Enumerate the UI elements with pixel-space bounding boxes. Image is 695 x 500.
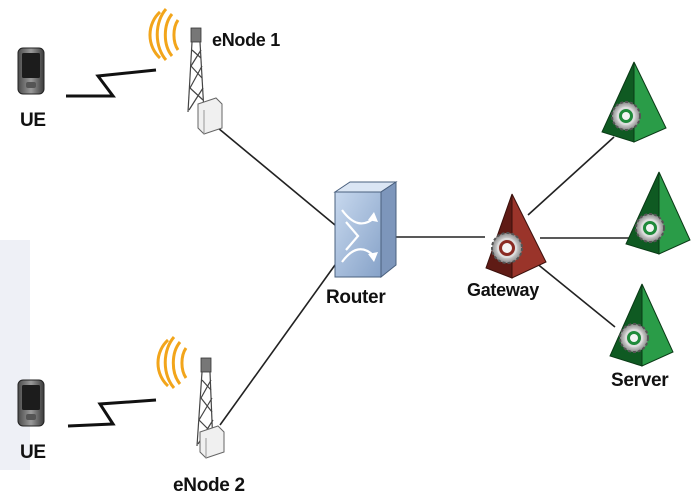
gateway-label: Gateway	[467, 280, 539, 300]
link-enode2-router	[219, 264, 336, 426]
ue-phone-bottom-icon	[17, 379, 45, 427]
ue-phone-top-icon	[17, 47, 45, 95]
ue-top-label: UE	[20, 110, 46, 131]
ue-bottom-label: UE	[20, 442, 46, 463]
enode1-tower-icon	[148, 8, 223, 135]
gateway-icon	[485, 193, 547, 279]
router-icon	[333, 181, 398, 279]
wireless-link-bottom	[67, 398, 157, 428]
gateway-gear-icon	[491, 232, 523, 264]
server-bottom-icon	[609, 283, 674, 367]
links	[217, 127, 635, 426]
wireless-link-top	[66, 68, 157, 98]
link-gateway-server3	[529, 257, 616, 328]
link-enode1-router	[217, 127, 336, 226]
server-top-icon	[601, 61, 667, 143]
router-label: Router	[326, 287, 386, 308]
background-shade	[0, 240, 30, 470]
enode2-label: eNode 2	[173, 475, 245, 496]
server-label: Server	[611, 370, 669, 391]
link-gateway-server1	[527, 136, 615, 216]
enode1-label: eNode 1	[212, 30, 280, 50]
enode2-tower-icon	[156, 336, 225, 459]
server-middle-icon	[625, 171, 691, 255]
